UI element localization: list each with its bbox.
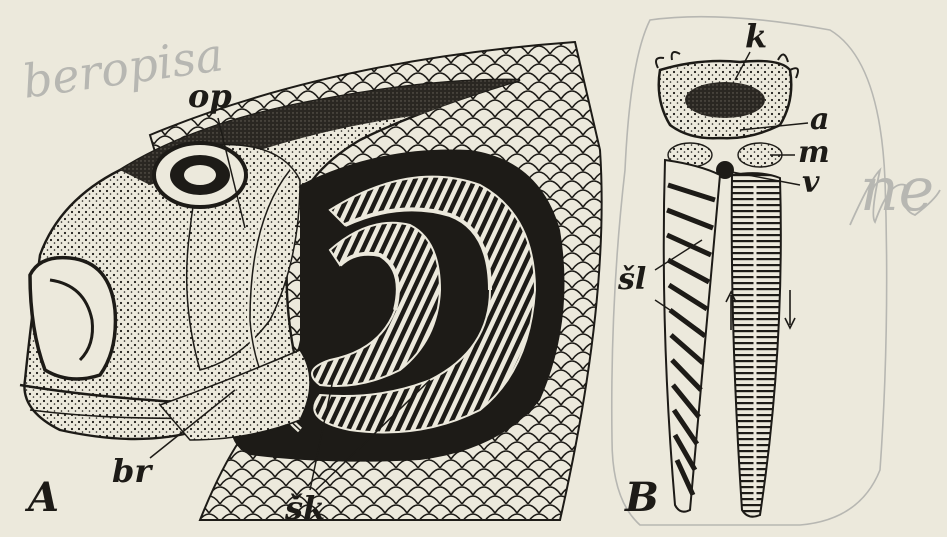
label-op: op: [188, 80, 232, 112]
panel-letter-b: B: [625, 478, 659, 518]
label-a: a: [810, 105, 829, 135]
label-m: m: [798, 138, 830, 168]
label-br: br: [112, 455, 151, 487]
label-sk: šk: [285, 492, 325, 524]
label-sl: šl: [618, 265, 646, 295]
label-k: k: [745, 20, 767, 52]
gill-section-drawing: [612, 17, 887, 525]
panel-letter-a: A: [28, 478, 59, 518]
fish-head-drawing: [20, 42, 602, 520]
flow-arrow-down: [785, 290, 795, 328]
handwritten-note-right: ne: [860, 160, 934, 220]
fish-mouth: [30, 258, 115, 379]
label-v: v: [802, 168, 819, 198]
